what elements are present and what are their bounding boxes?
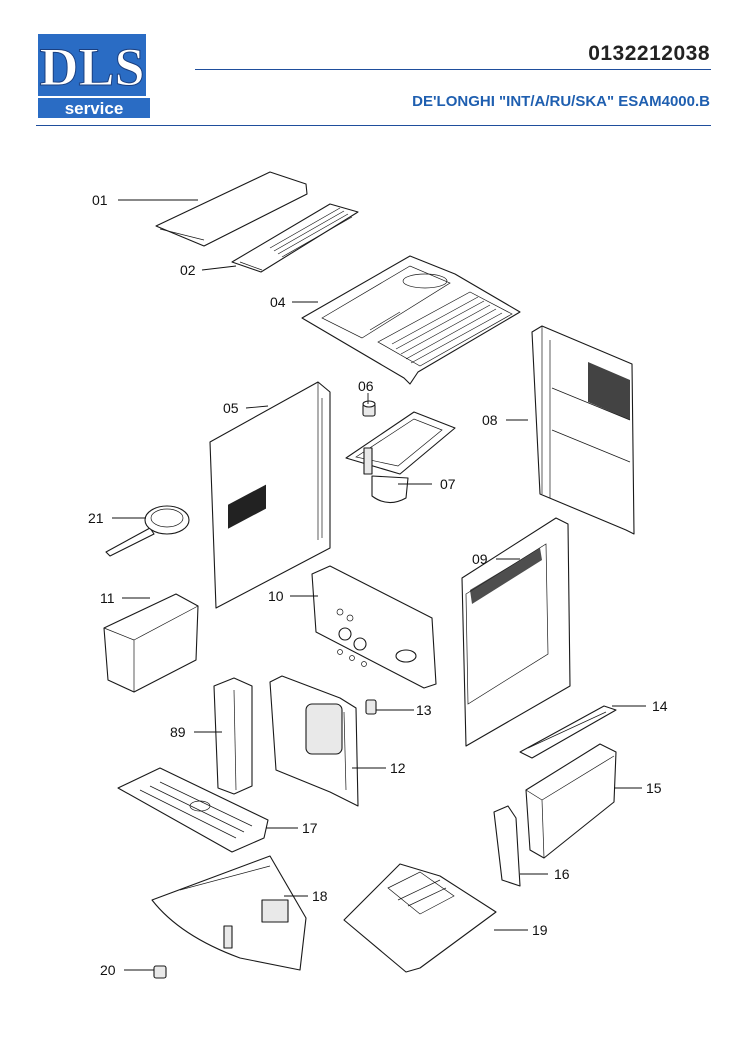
callout-18: 18 xyxy=(312,888,328,904)
callout-89: 89 xyxy=(170,724,186,740)
part-20-foot xyxy=(153,965,167,979)
part-05-left-panel xyxy=(209,381,331,609)
part-15-water-tank xyxy=(525,743,617,859)
callout-17: 17 xyxy=(302,820,318,836)
part-16-tank-cover xyxy=(493,805,521,887)
part-89-side-strip xyxy=(213,677,253,795)
callout-02: 02 xyxy=(180,262,196,278)
callout-15: 15 xyxy=(646,780,662,796)
model-title: DE'LONGHI "INT/A/RU/SKA" ESAM4000.B xyxy=(412,93,710,110)
part-09-front-frame xyxy=(461,517,571,747)
callout-21: 21 xyxy=(88,510,104,526)
callout-12: 12 xyxy=(390,760,406,776)
callout-leaders xyxy=(112,199,646,971)
part-13-clip xyxy=(365,699,377,715)
callout-01: 01 xyxy=(92,192,108,208)
part-08-right-panel xyxy=(531,325,635,535)
callout-20: 20 xyxy=(100,962,116,978)
callout-16: 16 xyxy=(554,866,570,882)
logo-emblem: DLS service xyxy=(38,34,150,118)
part-02-grille xyxy=(231,203,359,273)
callout-10: 10 xyxy=(268,588,284,604)
part-14-cap xyxy=(519,705,617,759)
part-10-control-panel xyxy=(311,565,437,689)
document-number: 0132212038 xyxy=(588,42,710,65)
part-06-knob xyxy=(362,400,376,417)
part-19-base-tray xyxy=(343,863,497,973)
callout-09: 09 xyxy=(472,551,488,567)
callout-11: 11 xyxy=(100,590,115,606)
part-11-container xyxy=(103,593,199,693)
part-07-water-tray xyxy=(345,411,456,504)
callout-13: 13 xyxy=(416,702,432,718)
dls-service-logo: DLS service xyxy=(36,30,152,120)
callout-05: 05 xyxy=(223,400,239,416)
callout-14: 14 xyxy=(652,698,668,714)
callout-08: 08 xyxy=(482,412,498,428)
part-17-cup-grille xyxy=(117,767,269,853)
part-01-lid xyxy=(155,171,308,247)
part-04-top-cover xyxy=(301,255,521,385)
callout-04: 04 xyxy=(270,294,286,310)
part-12-brew-housing xyxy=(269,675,359,807)
header-rule-top xyxy=(195,69,711,70)
callout-06: 06 xyxy=(358,378,374,394)
callout-labels: 01 02 04 06 05 07 08 21 09 11 10 89 13 1… xyxy=(88,192,668,978)
logo-text: DLS xyxy=(39,37,144,97)
logo-subtext: service xyxy=(65,99,124,118)
callout-07: 07 xyxy=(440,476,456,492)
part-21-scoop xyxy=(105,505,190,557)
callout-19: 19 xyxy=(532,922,548,938)
part-18-drip-base xyxy=(151,855,307,971)
header-rule-bottom xyxy=(36,125,711,126)
